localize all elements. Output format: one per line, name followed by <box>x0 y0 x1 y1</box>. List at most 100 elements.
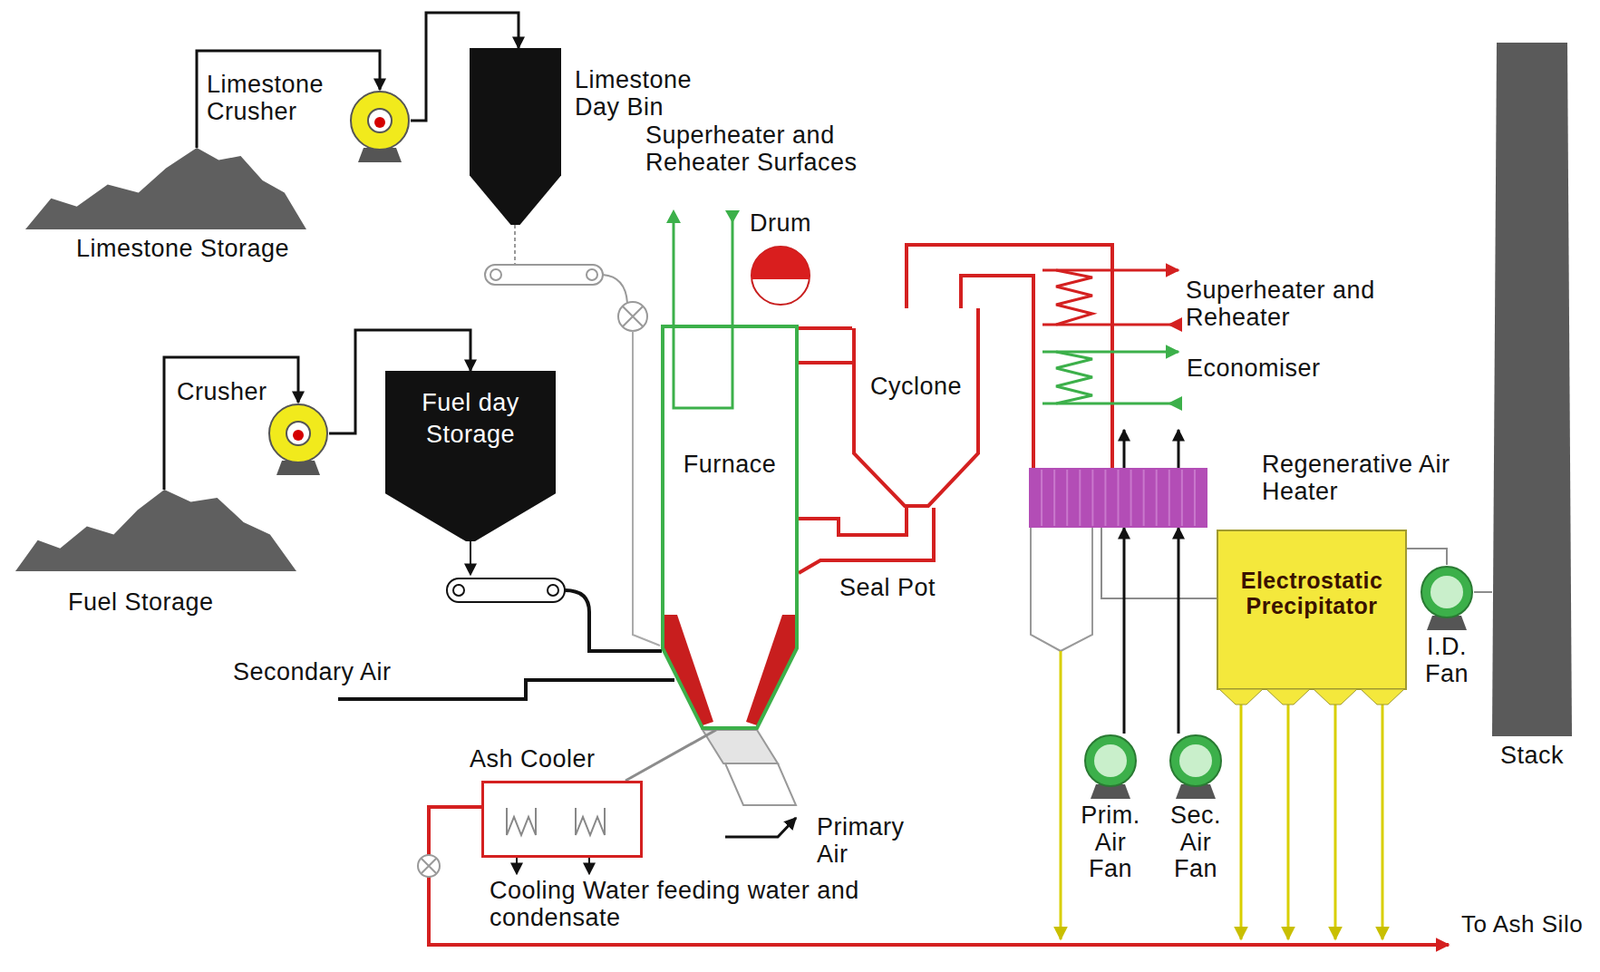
steam-drum-shape <box>749 244 812 307</box>
storage-bin: Limestone Day Bin <box>469 48 562 225</box>
fan-casing <box>1170 735 1222 786</box>
crusher-body <box>350 91 409 150</box>
ash-hopper <box>1360 688 1405 705</box>
crusher-body <box>269 404 328 463</box>
pile-shape <box>25 147 307 230</box>
node-label: Stack <box>1492 742 1572 770</box>
economiser-coil <box>1042 351 1183 411</box>
stack-shape <box>1492 42 1572 737</box>
part-label: Superheater and Reheater Surfaces <box>645 122 868 176</box>
heater-element <box>1117 469 1120 526</box>
limestone-feeder <box>632 330 660 646</box>
precipitator-box: Electrostatic Precipitator <box>1217 530 1407 689</box>
part-label: Superheater and Reheater <box>1185 277 1458 331</box>
air-outlet <box>1123 429 1126 468</box>
connector <box>1406 548 1447 565</box>
cyclone-wall <box>853 308 979 506</box>
limestone-feeder <box>586 269 598 281</box>
windbox <box>702 729 778 764</box>
connector <box>625 729 717 781</box>
heater-element <box>1193 469 1196 526</box>
windbox <box>725 763 796 805</box>
node-label: Sec. Air Fan <box>1159 802 1232 883</box>
limestone-feeder <box>513 224 516 265</box>
cooling-coil <box>575 807 605 835</box>
bin-shape <box>469 48 562 225</box>
ash-hopper <box>1219 688 1263 705</box>
part-label: Cooling Water feeding water and condensa… <box>489 877 893 931</box>
node-label: Furnace <box>660 451 799 479</box>
cooling-water-arrow <box>516 857 590 874</box>
fan-impeller <box>1094 744 1127 777</box>
limestone-feeder <box>602 274 628 303</box>
fan-casing <box>1421 566 1473 618</box>
bin-shape <box>385 370 556 542</box>
crusher-symbol: Crusher <box>267 402 330 465</box>
fan-symbol-shape <box>1083 733 1138 788</box>
air-heater-band <box>1028 467 1208 528</box>
fuel-feeder <box>446 578 565 602</box>
part-label: Secondary Air <box>232 659 392 687</box>
node-label: Drum <box>744 210 817 238</box>
cyclone-separator-shape <box>852 308 980 508</box>
ash-hopper <box>1266 688 1310 705</box>
part-label: Seal Pot <box>839 574 936 602</box>
connector <box>1101 527 1218 599</box>
economiser-coil <box>1056 351 1093 404</box>
storage-pile-shape <box>25 147 307 230</box>
connector <box>196 50 380 148</box>
pile-shape <box>15 489 297 572</box>
precipitator-casing <box>1217 530 1407 689</box>
crusher-symbol: Limestone Crusher <box>349 89 411 152</box>
fuel-feeder <box>564 590 662 651</box>
fly-ash-line <box>1060 650 1383 940</box>
chimney-stack: Stack <box>1492 42 1572 776</box>
furnace-outline: Furnace <box>660 324 799 730</box>
windbox <box>725 817 796 837</box>
furnace-surfaces <box>673 217 733 408</box>
storage-pile-shape <box>15 489 297 572</box>
cooling-coil <box>506 807 536 835</box>
fan-symbol-shape <box>1419 564 1474 620</box>
storage-pile: Fuel Storage <box>15 489 297 572</box>
drum-steam-space <box>751 246 810 280</box>
heater-element <box>1091 469 1094 526</box>
refractory-lining <box>662 614 714 726</box>
fly-ash-line <box>1240 704 1243 940</box>
fly-ash-line <box>1287 704 1290 940</box>
limestone-feeder <box>484 264 603 285</box>
flue-gas-duct <box>798 326 853 330</box>
flue-gas-duct <box>798 507 907 535</box>
connector <box>960 275 1034 468</box>
fan-symbol: Sec. Air Fan <box>1168 733 1223 788</box>
node-label: Limestone Crusher <box>206 71 348 126</box>
furnace-surfaces <box>666 209 740 408</box>
fan-symbol: I.D. Fan <box>1419 564 1474 620</box>
economiser-coil <box>1167 396 1183 411</box>
heater-element <box>1168 469 1171 526</box>
connector <box>798 360 853 365</box>
node-label: Fuel Storage <box>67 589 214 617</box>
windbox <box>702 729 796 837</box>
ash-return-line <box>417 854 440 877</box>
part-label: Economiser <box>1186 355 1321 383</box>
steam-drum: Drum <box>749 244 812 307</box>
storage-bin-shape <box>469 48 562 225</box>
drum-shell <box>751 246 810 305</box>
fly-ash-line <box>1059 650 1063 940</box>
node-label: I.D. Fan <box>1415 633 1479 688</box>
node-label: Crusher <box>176 378 268 407</box>
ash-hopper <box>1313 688 1358 705</box>
crusher-symbol-shape <box>349 89 411 152</box>
furnace-wall <box>662 326 797 728</box>
heater-element <box>1130 469 1133 526</box>
fan-casing <box>1085 735 1136 786</box>
storage-pile: Limestone Storage <box>25 147 307 230</box>
chimney-stack-shape <box>1492 42 1572 737</box>
cooling-water-arrow <box>515 857 518 874</box>
air-outlet <box>1177 429 1181 468</box>
ash-cooler-box: Ash Cooler <box>481 780 643 858</box>
air-heater: Regenerative Air Heater <box>1028 467 1208 528</box>
part-label: To Ash Silo <box>1461 911 1589 937</box>
fuel-feeder <box>453 584 465 596</box>
